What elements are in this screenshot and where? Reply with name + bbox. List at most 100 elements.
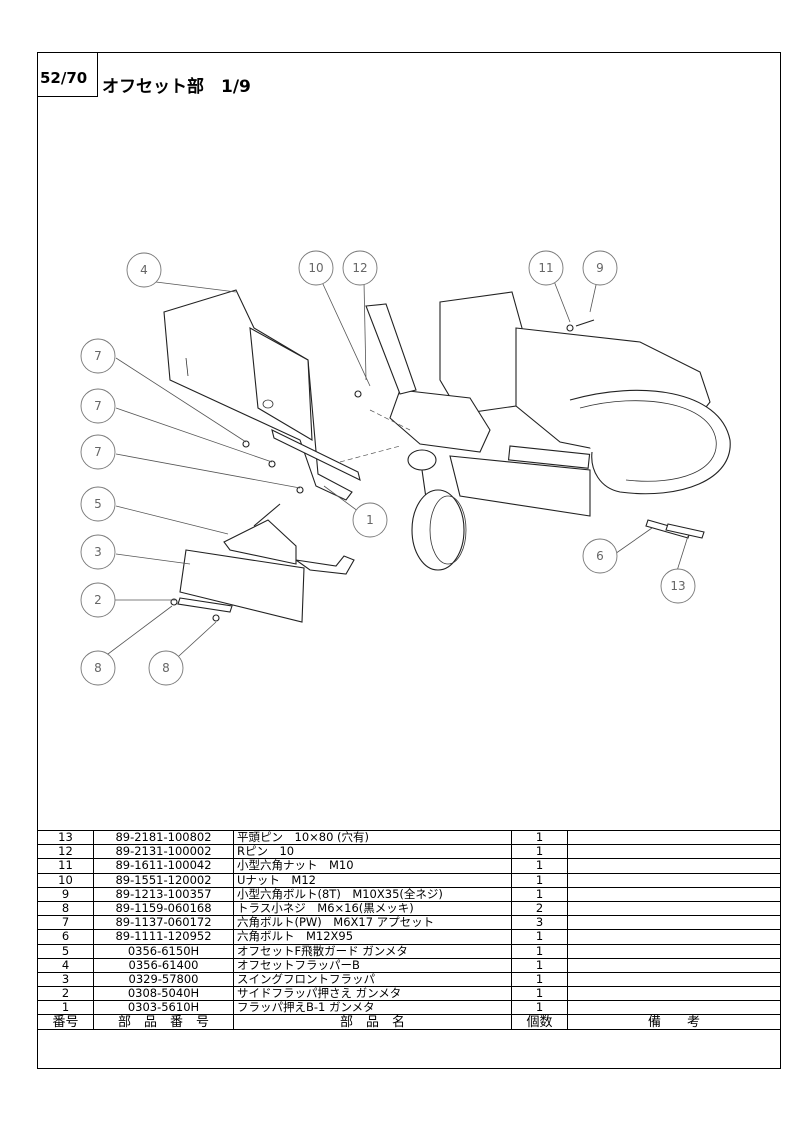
row-remarks: [567, 943, 781, 959]
flapper-holder-part-1: [271, 428, 361, 482]
row-quantity: 1: [511, 858, 568, 874]
row-number: 7: [37, 915, 94, 931]
row-part-name: Rピン 10: [233, 844, 512, 860]
exploded-parts-diagram: 4 10 12 11 9 7 7 7 1 5 3 2 8 8 6 13: [80, 250, 731, 686]
row-quantity: 2: [511, 900, 568, 917]
table-header-row: 番号 部 品 番 号 部 品 名 個数 備 考: [37, 1014, 781, 1030]
row-remarks: [567, 957, 781, 973]
row-number: 11: [37, 858, 94, 874]
callout-4: 4: [126, 252, 162, 288]
row-quantity: 3: [511, 915, 568, 931]
row-quantity: 1: [511, 844, 568, 860]
svg-text:8: 8: [94, 661, 102, 675]
row-quantity: 1: [511, 986, 568, 1002]
svg-text:11: 11: [538, 261, 553, 275]
row-part-name: 六角ボルト(PW) M6X17 アプセット: [233, 915, 512, 931]
row-part-code: 0308-5040H: [93, 986, 234, 1002]
row-part-code: 89-1111-120952: [93, 929, 234, 945]
page-frame: [37, 52, 781, 1069]
row-number: 13: [37, 829, 94, 846]
row-part-name: フラッパ押えB-1 ガンメタ: [233, 1000, 512, 1016]
row-quantity: 1: [511, 872, 568, 888]
callout-2: 2: [80, 582, 116, 618]
flapper-plate-part-4: [163, 289, 353, 501]
scatter-guard-part-5: [223, 503, 355, 575]
svg-text:3: 3: [94, 545, 102, 559]
row-part-code: 0303-5610H: [93, 1000, 234, 1016]
row-remarks: [567, 858, 781, 874]
row-part-name: スイングフロントフラッパ: [233, 971, 512, 988]
leader-lines: [99, 275, 689, 667]
row-part-name: Uナット M12: [233, 872, 512, 888]
row-number: 8: [37, 900, 94, 917]
callout-11: 11: [528, 250, 564, 286]
row-remarks: [567, 971, 781, 988]
svg-text:5: 5: [94, 497, 102, 511]
row-quantity: 1: [511, 829, 568, 846]
header-part-name: 部 品 名: [233, 1014, 512, 1030]
row-quantity: 1: [511, 1000, 568, 1016]
row-number: 6: [37, 929, 94, 945]
pin-and-bolt-parts-6-13: [645, 519, 705, 539]
row-number: 12: [37, 844, 94, 860]
callout-9: 9: [582, 250, 618, 286]
row-remarks: [567, 986, 781, 1002]
svg-text:10: 10: [308, 261, 323, 275]
row-number: 1: [37, 1000, 94, 1016]
row-part-code: 89-1137-060172: [93, 915, 234, 931]
header-number: 番号: [37, 1014, 94, 1030]
callout-7b: 7: [80, 388, 116, 424]
row-part-code: 89-1213-100357: [93, 886, 234, 902]
row-number: 4: [37, 957, 94, 973]
row-remarks: [567, 900, 781, 917]
row-remarks: [567, 872, 781, 888]
row-remarks: [567, 886, 781, 902]
row-remarks: [567, 915, 781, 931]
row-part-name: サイドフラッパ押さえ ガンメタ: [233, 986, 512, 1002]
row-part-name: オフセットF飛散ガード ガンメタ: [233, 943, 512, 959]
row-quantity: 1: [511, 971, 568, 988]
row-quantity: 1: [511, 943, 568, 959]
row-part-name: トラス小ネジ M6×16(黒メッキ): [233, 900, 512, 917]
svg-text:8: 8: [162, 661, 170, 675]
page-number: 52/70: [37, 52, 98, 97]
row-part-code: 89-2131-100002: [93, 844, 234, 860]
svg-text:9: 9: [596, 261, 604, 275]
svg-text:7: 7: [94, 399, 102, 413]
row-remarks: [567, 1000, 781, 1016]
row-part-name: オフセットフラッパーB: [233, 957, 512, 973]
callout-8b: 8: [148, 650, 184, 686]
row-part-code: 89-1159-060168: [93, 900, 234, 917]
row-part-name: 小型六角ナット M10: [233, 858, 512, 874]
page-title: オフセット部 1/9: [102, 77, 251, 97]
mower-deck-assembly: [339, 291, 731, 571]
header-remarks: 備 考: [567, 1014, 781, 1030]
callout-3: 3: [80, 534, 116, 570]
svg-text:7: 7: [94, 445, 102, 459]
row-part-code: 0356-61400: [93, 957, 234, 973]
row-part-code: 0329-57800: [93, 971, 234, 988]
row-remarks: [567, 844, 781, 860]
svg-text:13: 13: [670, 579, 685, 593]
svg-text:7: 7: [94, 349, 102, 363]
svg-text:2: 2: [94, 593, 102, 607]
row-part-name: 小型六角ボルト(8T) M10X35(全ネジ): [233, 886, 512, 902]
row-remarks: [567, 929, 781, 945]
row-quantity: 1: [511, 886, 568, 902]
header-part-code: 部 品 番 号: [93, 1014, 234, 1030]
screws-part-8: [170, 598, 220, 622]
row-number: 10: [37, 872, 94, 888]
row-number: 9: [37, 886, 94, 902]
